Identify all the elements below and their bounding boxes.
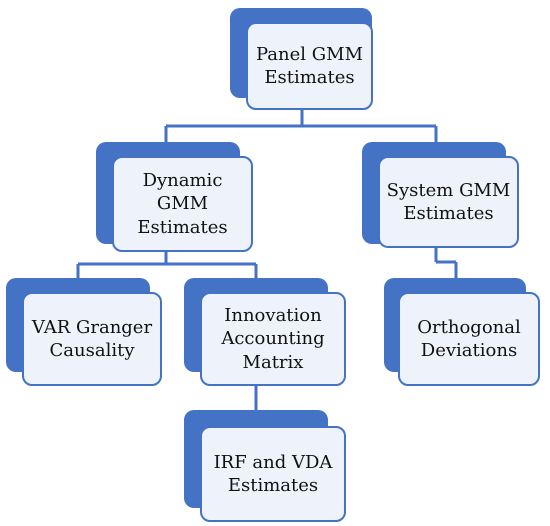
node-system-gmm-estimates-label: System GMM Estimates xyxy=(378,156,519,248)
node-irf-vda-estimates-label: IRF and VDA Estimates xyxy=(200,426,346,522)
node-panel-gmm-estimates-label: Panel GMM Estimates xyxy=(246,22,373,110)
node-innovation-accounting-matrix-label: Innovation Accounting Matrix xyxy=(200,292,346,386)
node-var-granger-causality-label: VAR Granger Causality xyxy=(22,292,162,386)
node-dynamic-gmm-estimates-label: Dynamic GMM Estimates xyxy=(112,156,253,252)
node-orthogonal-deviations-label: Orthogonal Deviations xyxy=(398,292,540,386)
